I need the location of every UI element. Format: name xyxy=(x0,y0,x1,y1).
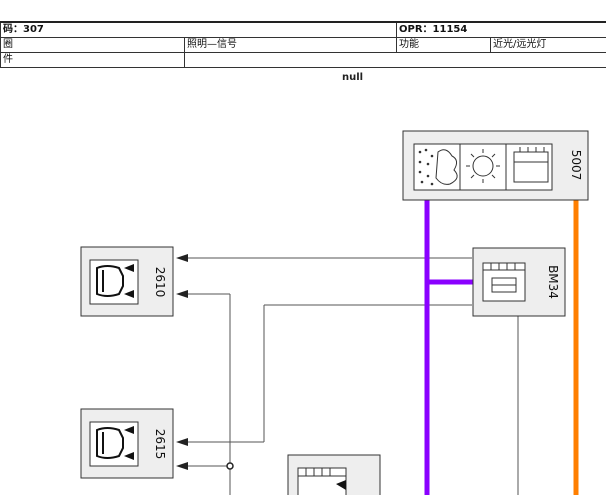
relay-box-icon xyxy=(297,467,347,495)
component-5007-code: 5007 xyxy=(569,150,583,181)
component-2610[interactable]: 2610 xyxy=(80,246,174,317)
component-2615[interactable]: 2615 xyxy=(80,408,174,479)
junction-dot xyxy=(226,462,234,470)
rain-sun-light-sensor-icon xyxy=(413,143,553,191)
relay-box-icon xyxy=(482,262,526,302)
arrow-2615-1 xyxy=(176,438,188,446)
component-2610-code: 2610 xyxy=(153,267,167,298)
arrow-2610-2 xyxy=(176,290,188,298)
arrow-2610-1 xyxy=(176,254,188,262)
signal-wires xyxy=(186,257,519,495)
headlamp-icon xyxy=(89,259,139,305)
component-5007[interactable]: 5007 xyxy=(402,130,589,201)
header-row-1: 码：307 OPR：11154 xyxy=(0,21,606,38)
component-2615-code: 2615 xyxy=(153,429,167,460)
null-label: null xyxy=(342,72,364,83)
component-bm34-code: BM34 xyxy=(546,265,560,299)
component-bm34[interactable]: BM34 xyxy=(472,247,566,317)
header-table: 码：307 OPR：11154 圈 照明—信号 功能 近光/远光灯 件 xyxy=(0,21,606,71)
arrowheads xyxy=(176,254,188,470)
arrow-2615-2 xyxy=(176,462,188,470)
part-cell: 件 xyxy=(0,52,185,68)
component-partial-bottom[interactable] xyxy=(287,454,381,495)
headlamp-icon xyxy=(89,421,139,467)
header-row-3: 件 xyxy=(0,52,606,68)
